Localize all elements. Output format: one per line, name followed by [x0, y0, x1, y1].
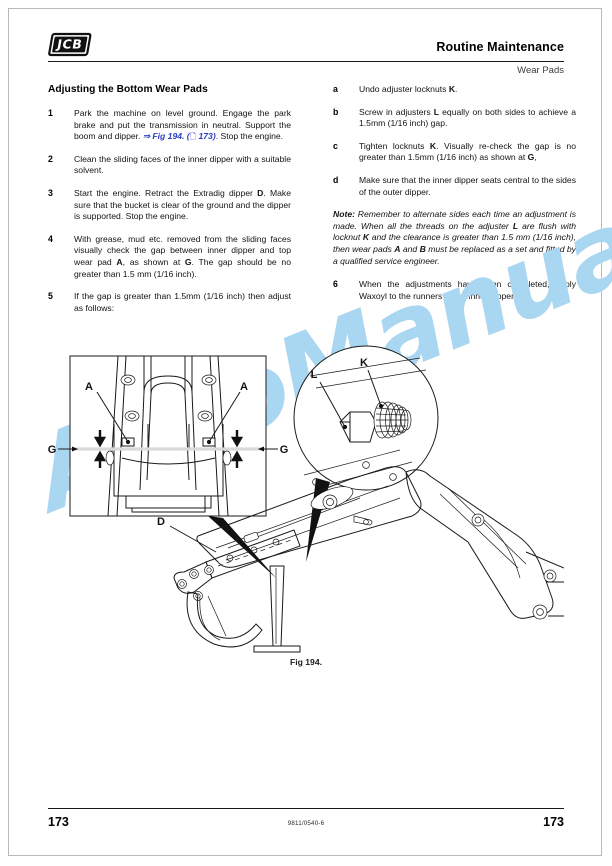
- callout-d: D: [157, 516, 165, 528]
- step-letter: c: [333, 140, 338, 151]
- step-6: 6 When the adjustments have been complet…: [333, 279, 576, 302]
- callout-ref-b: B: [419, 243, 426, 254]
- step-letter: d: [333, 174, 339, 185]
- gap-arrow-right: [230, 430, 244, 468]
- step-1-text-after: . Stop the engine.: [215, 131, 284, 142]
- callout-ref-k: K: [429, 140, 437, 151]
- figure-194: .ln { fill:none; stroke:#1a1a1a; stroke-…: [48, 330, 564, 690]
- step-4-part-2: , as shown at: [122, 256, 185, 267]
- page-header: JCB Routine Maintenance Wear Pads: [48, 30, 564, 86]
- step-b-part-0: Screw in adjusters: [359, 106, 434, 117]
- step-text: With grease, mud etc. removed from the s…: [74, 234, 291, 280]
- step-a: a Undo adjuster locknuts K.: [333, 84, 576, 96]
- note-part-8: must be replaced as a set and fitted by …: [333, 243, 576, 266]
- step-number: 1: [48, 108, 53, 118]
- step-c-part-2: . Visually re-check the gap is no greate…: [359, 140, 576, 163]
- step-1: 1 Park the machine on level ground. Enga…: [48, 108, 291, 143]
- figure-caption: Fig 194.: [290, 657, 322, 667]
- svg-text:JCB: JCB: [55, 37, 84, 52]
- step-text: Screw in adjusters L equally on both sid…: [359, 107, 576, 130]
- step-4: 4 With grease, mud etc. removed from the…: [48, 234, 291, 280]
- step-c: c Tighten locknuts K. Visually re-check …: [333, 141, 576, 164]
- step-number: 2: [48, 153, 53, 164]
- callout-ref-k: K: [448, 84, 456, 94]
- right-column: a Undo adjuster locknuts K. b Screw in a…: [333, 84, 576, 313]
- step-a-part-0: Undo adjuster locknuts: [359, 84, 449, 94]
- step-3-part-0: Start the engine. Retract the Extradig d…: [74, 187, 258, 198]
- step-4-part-4: . The gap should be no greater than 1.5 …: [74, 256, 291, 279]
- step-letter: a: [333, 84, 338, 94]
- document-icon: 🗋: [189, 132, 197, 142]
- step-3-part-2: . Make sure that the bucket is clear of …: [74, 187, 291, 222]
- header-subtitle: Wear Pads: [517, 65, 564, 76]
- step-text: Tighten locknuts K. Visually re-check th…: [359, 141, 576, 164]
- callout-g-right: G: [280, 444, 289, 456]
- step-number: 6: [333, 279, 338, 290]
- step-c-part-0: Tighten locknuts: [359, 140, 430, 151]
- xref-label: Fig 194. (: [152, 131, 190, 142]
- document-code: 9811/0540-6: [287, 820, 325, 827]
- step-letter: b: [333, 106, 339, 117]
- detail-view-box: A A G G: [48, 355, 289, 578]
- step-text: Clean the sliding faces of the inner dip…: [74, 153, 291, 176]
- page-title: Adjusting the Bottom Wear Pads: [48, 84, 208, 95]
- callout-ref-l: L: [433, 106, 440, 117]
- note-block: Note: Remember to alternate sides each t…: [333, 209, 576, 267]
- circular-detail-view: K L: [293, 345, 439, 562]
- callout-a-left: A: [85, 381, 93, 393]
- step-1-text-before: Park the machine on level ground. Engage…: [74, 108, 291, 142]
- callout-ref-g: G: [184, 256, 192, 267]
- xref-page: 173): [196, 131, 216, 142]
- step-text: Undo adjuster locknuts K.: [359, 84, 576, 96]
- callout-a-right: A: [240, 381, 248, 393]
- step-3: 3 Start the engine. Retract the Extradig…: [48, 188, 291, 223]
- note-part-6: and: [400, 243, 420, 254]
- step-text: If the gap is greater than 1.5mm (1/16 i…: [74, 291, 291, 313]
- figure-194-drawing: .ln { fill:none; stroke:#1a1a1a; stroke-…: [48, 345, 564, 653]
- step-text: When the adjustments have been completed…: [359, 279, 576, 301]
- callout-ref-a: A: [116, 256, 123, 267]
- step-b-part-2: equally on both sides to achieve a 1.5mm…: [359, 106, 576, 129]
- step-2: 2 Clean the sliding faces of the inner d…: [48, 154, 291, 177]
- step-5: 5 If the gap is greater than 1.5mm (1/16…: [48, 291, 291, 314]
- callout-ref-d: D: [257, 187, 264, 198]
- callout-k: K: [360, 357, 368, 369]
- step-number: 3: [48, 187, 53, 198]
- callout-l: L: [311, 369, 318, 381]
- step-text: Start the engine. Retract the Extradig d…: [74, 188, 291, 223]
- note-part-4: and the clearance is greater than 1.5 mm…: [333, 232, 577, 254]
- xref-arrow-icon: ⇒: [142, 131, 151, 142]
- step-a-part-2: .: [455, 84, 458, 94]
- note-part-0: Remember to alternate sides each time an…: [333, 209, 576, 231]
- jcb-logo-icon: JCB: [48, 32, 94, 58]
- step-number: 5: [48, 291, 53, 302]
- step-d: d Make sure that the inner dipper seats …: [333, 175, 576, 198]
- step-b: b Screw in adjusters L equally on both s…: [333, 107, 576, 130]
- note-label: Note:: [333, 209, 355, 220]
- step-4-part-0: With grease, mud etc. removed from the s…: [74, 233, 291, 267]
- callout-ref-k: K: [362, 232, 370, 243]
- step-text: Park the machine on level ground. Engage…: [74, 108, 291, 143]
- page-number-left: 173: [48, 815, 69, 829]
- page-number-right: 173: [543, 815, 564, 829]
- step-number: 4: [48, 233, 53, 244]
- footer-divider: [48, 808, 564, 809]
- fig-194-crossref-link[interactable]: ⇒ Fig 194. (🗋 173): [143, 131, 216, 141]
- callout-g-left: G: [48, 444, 56, 456]
- callout-ref-l: L: [512, 220, 519, 231]
- step-text: Make sure that the inner dipper seats ce…: [359, 174, 576, 197]
- header-divider: [48, 61, 564, 62]
- note-part-2: are flush with locknut: [333, 220, 576, 243]
- callout-ref-a: A: [394, 243, 401, 254]
- gap-arrow-left: [93, 430, 107, 468]
- left-column: Adjusting the Bottom Wear Pads 1 Park th…: [48, 84, 291, 325]
- header-title: Routine Maintenance: [436, 40, 564, 54]
- step-c-part-4: ,: [534, 152, 537, 163]
- callout-ref-g: G: [527, 152, 535, 163]
- excavator-arm-assembly: D: [157, 461, 564, 653]
